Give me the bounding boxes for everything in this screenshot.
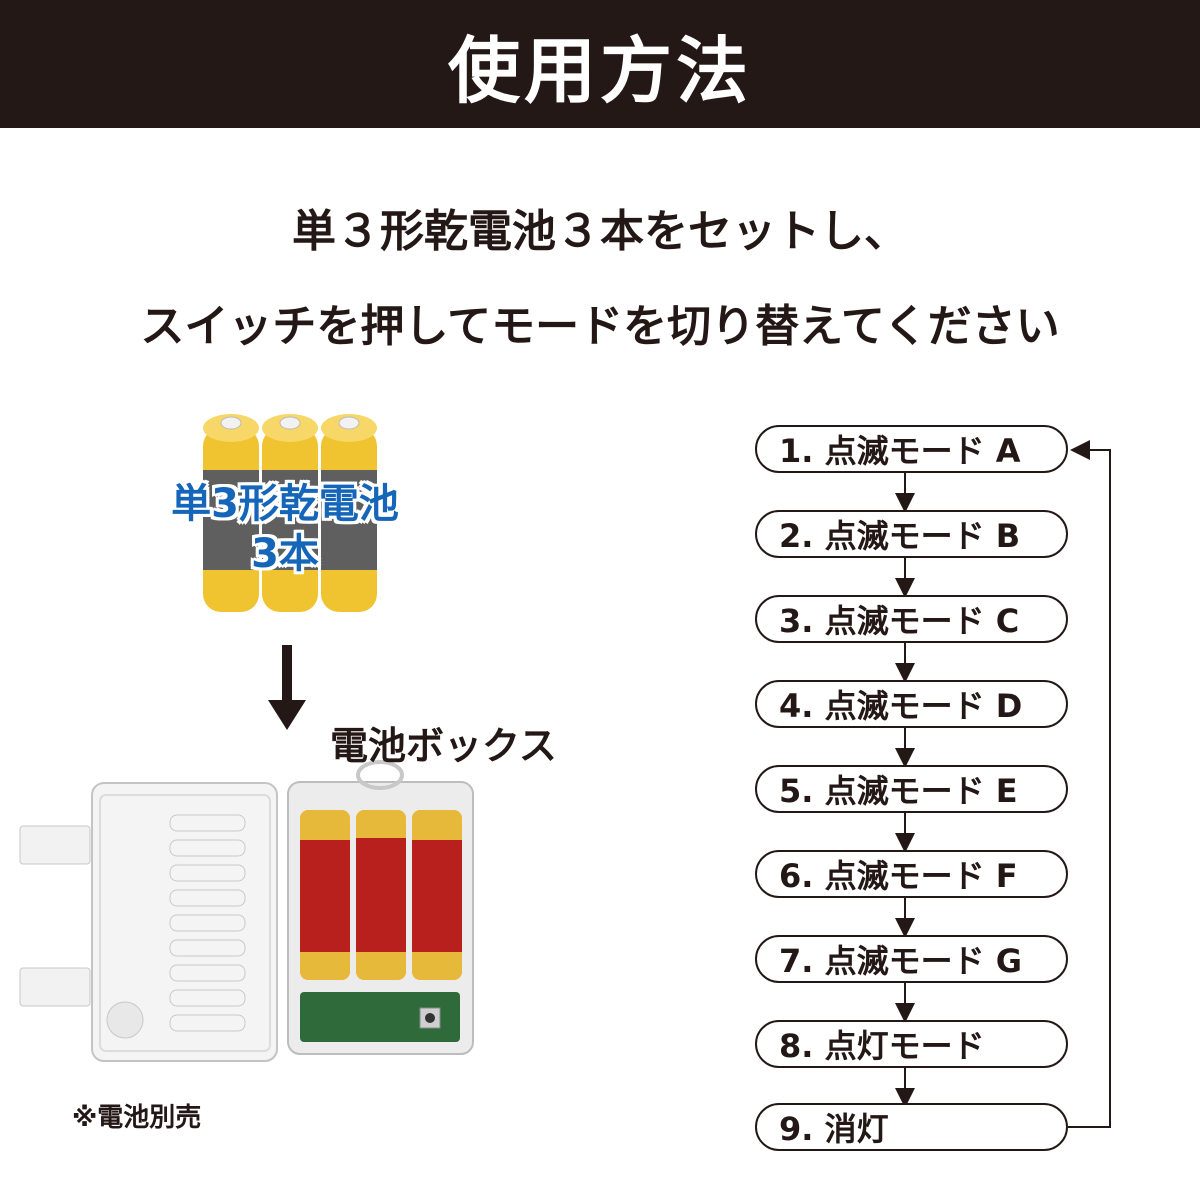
- flow-connectors: [895, 440, 1111, 1128]
- intro-line-2: スイッチを押してモードを切り替えてください: [140, 301, 1060, 352]
- battery-note: ※電池別売: [72, 1103, 202, 1133]
- battery-icon: [321, 414, 377, 612]
- mode-step-6: 6. 点滅モード F: [755, 850, 1068, 898]
- battery-icon: [203, 414, 259, 612]
- mode-step-3: 3. 点滅モード C: [755, 595, 1068, 643]
- battery-box-title: 電池ボックス: [330, 724, 557, 768]
- battery-label-line2: 3本: [251, 531, 319, 577]
- mode-step-2: 2. 点滅モード B: [755, 510, 1068, 558]
- mode-step-5: 5. 点滅モード E: [755, 765, 1068, 813]
- intro-line-1: 単３形乾電池３本をセットし、: [292, 206, 908, 257]
- page-header: 使用方法: [0, 0, 1200, 128]
- mode-step-7: 7. 点滅モード G: [755, 935, 1068, 983]
- mode-step-8: 8. 点灯モード: [755, 1020, 1068, 1068]
- battery-icon-group: [203, 414, 377, 612]
- page-title: 使用方法: [447, 28, 752, 113]
- battery-icon: [262, 414, 318, 612]
- battery-label-line1: 単3形乾電池: [171, 481, 399, 527]
- mode-step-9: 9. 消灯: [755, 1103, 1068, 1151]
- arrow-down-icon: [268, 645, 306, 730]
- mode-step-4: 4. 点滅モード D: [755, 680, 1068, 728]
- mode-step-1: 1. 点滅モード A: [755, 425, 1068, 473]
- battery-box-illustration: [19, 760, 474, 1062]
